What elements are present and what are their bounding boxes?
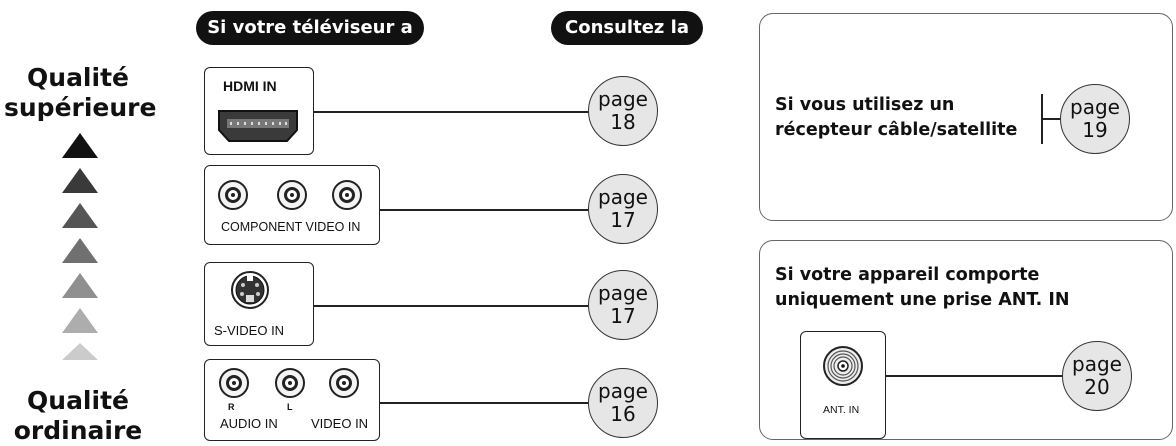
page-number: 16 <box>610 402 636 426</box>
quality-triangle-2 <box>62 168 98 193</box>
svideo-connector-icon <box>231 271 269 309</box>
page-word: page <box>598 87 648 111</box>
page-word: page <box>1070 95 1120 119</box>
hdmi-connector-icon <box>218 110 298 142</box>
page-badge-antenna[interactable]: page 20 <box>1062 341 1132 411</box>
ant-in-port-box: ANT. IN <box>800 331 886 439</box>
quality-scale <box>62 133 98 360</box>
quality-triangle-4 <box>62 238 98 263</box>
video-jack-icon <box>329 368 359 398</box>
cable-satellite-line-1: Si vous utilisez un <box>775 95 955 115</box>
audio-l-jack-icon <box>275 368 305 398</box>
audio-in-label: AUDIO IN <box>220 416 278 431</box>
page-word: page <box>598 281 648 305</box>
av-connector-line <box>380 402 592 404</box>
page-number: 18 <box>610 110 636 134</box>
cable-satellite-text: Si vous utilisez un récepteur câble/sate… <box>775 93 1017 143</box>
component-port-box: COMPONENT VIDEO IN <box>204 165 380 245</box>
component-jack-1-icon <box>218 180 248 210</box>
header-pill-consult: Consultez la <box>551 11 703 45</box>
antenna-panel: Si votre appareil comporte uniquement un… <box>759 240 1173 440</box>
antenna-connector-line <box>886 375 1066 377</box>
antenna-line-2: uniquement une prise ANT. IN <box>775 290 1070 310</box>
page-number: 17 <box>610 304 636 328</box>
quality-triangle-7 <box>62 343 98 360</box>
quality-bottom-label: Qualité ordinaire <box>13 386 143 445</box>
page-badge-hdmi[interactable]: page 18 <box>588 76 658 146</box>
page-number: 20 <box>1084 375 1110 399</box>
quality-top-label: Qualité supérieure <box>4 63 157 122</box>
page-word: page <box>598 379 648 403</box>
hdmi-connector-line <box>314 111 592 113</box>
page-word: page <box>598 185 648 209</box>
page-badge-cable[interactable]: page 19 <box>1060 84 1130 154</box>
audio-l-label: L <box>287 402 293 412</box>
svideo-connector-line <box>314 305 592 307</box>
quality-triangle-3 <box>62 203 98 228</box>
component-connector-line <box>380 209 592 211</box>
ant-in-port-label: ANT. IN <box>823 404 860 416</box>
component-jack-3-icon <box>332 180 362 210</box>
hdmi-port-box: HDMI IN <box>204 67 314 155</box>
page-badge-component[interactable]: page 17 <box>588 174 658 244</box>
quality-triangle-5 <box>62 273 98 298</box>
component-port-label: COMPONENT VIDEO IN <box>221 220 361 234</box>
audio-r-jack-icon <box>219 368 249 398</box>
cable-satellite-panel: Si vous utilisez un récepteur câble/sate… <box>759 13 1173 221</box>
antenna-connector-icon <box>823 346 863 386</box>
svideo-port-label: S-VIDEO IN <box>214 323 285 338</box>
av-port-box: R L AUDIO IN VIDEO IN <box>204 359 380 441</box>
quality-triangle-6 <box>62 308 98 333</box>
cable-bracket-horizontal <box>1041 118 1063 120</box>
quality-triangle-1 <box>62 133 98 158</box>
header-pill-tv-has: Si votre téléviseur a <box>196 11 424 45</box>
page-word: page <box>1072 352 1122 376</box>
page-number: 17 <box>610 208 636 232</box>
audio-r-label: R <box>228 402 235 412</box>
hdmi-port-label: HDMI IN <box>223 78 277 94</box>
page-badge-svideo[interactable]: page 17 <box>588 270 658 340</box>
antenna-text: Si votre appareil comporte uniquement un… <box>775 263 1070 313</box>
cable-satellite-line-2: récepteur câble/satellite <box>775 120 1018 140</box>
antenna-line-1: Si votre appareil comporte <box>775 265 1040 285</box>
component-jack-2-icon <box>277 180 307 210</box>
page-number: 19 <box>1082 118 1108 142</box>
video-in-label: VIDEO IN <box>311 416 369 431</box>
svideo-port-box: S-VIDEO IN <box>204 262 314 346</box>
page-badge-av[interactable]: page 16 <box>588 368 658 438</box>
